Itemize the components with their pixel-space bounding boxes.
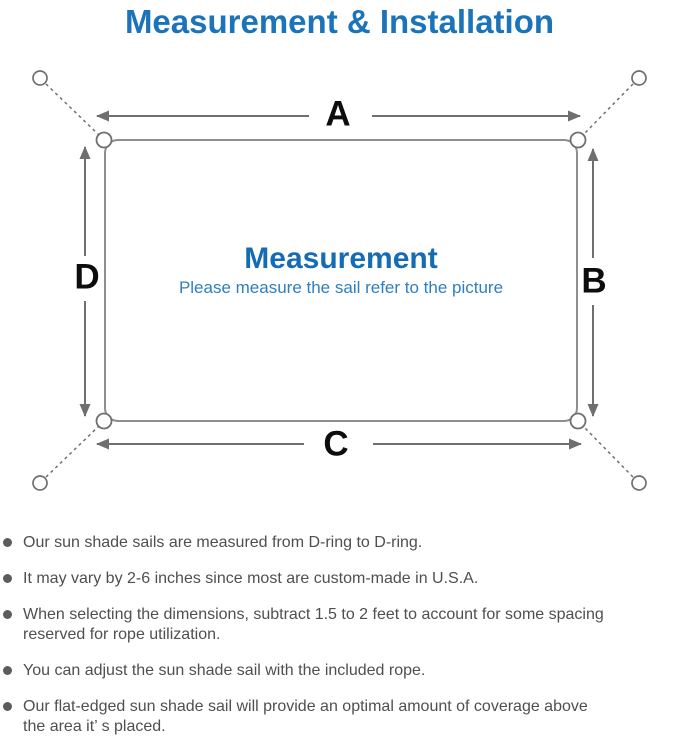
bullet-icon xyxy=(3,610,12,619)
anchor-point-icon xyxy=(32,70,48,86)
d-ring-icon xyxy=(95,131,113,149)
page-title: Measurement & Installation xyxy=(124,3,555,40)
rope-dashed-line xyxy=(582,425,634,478)
instruction-text: Our flat-edged sun shade sail will provi… xyxy=(23,697,588,737)
d-ring-icon xyxy=(569,412,587,430)
sail-outline xyxy=(104,139,578,422)
d-ring-icon xyxy=(95,412,113,430)
dimension-label-c: C xyxy=(323,424,349,464)
dimension-label-b: B xyxy=(581,261,607,301)
instruction-line: Our sun shade sails are measured from D-… xyxy=(23,534,423,551)
anchor-point-icon xyxy=(631,70,647,86)
instruction-line: It may vary by 2-6 inches since most are… xyxy=(23,570,479,587)
bullet-icon xyxy=(3,538,12,547)
instruction-text: When selecting the dimensions, subtract … xyxy=(23,605,604,645)
bullet-icon xyxy=(3,702,12,711)
instruction-text: You can adjust the sun shade sail with t… xyxy=(23,661,425,681)
instruction-item: When selecting the dimensions, subtract … xyxy=(3,605,679,645)
anchor-point-icon xyxy=(631,475,647,491)
rope-dashed-line xyxy=(45,83,100,136)
instruction-text: It may vary by 2-6 inches since most are… xyxy=(23,569,478,589)
instruction-line: reserved for rope utilization. xyxy=(23,626,221,643)
diagram-subheading: Please measure the sail refer to the pic… xyxy=(178,278,504,297)
instruction-line: the area it’ s placed. xyxy=(23,718,166,735)
diagram-heading: Measurement xyxy=(244,242,438,275)
instruction-line: When selecting the dimensions, subtract … xyxy=(23,606,604,623)
instruction-item: Our flat-edged sun shade sail will provi… xyxy=(3,697,679,737)
instruction-item: It may vary by 2-6 inches since most are… xyxy=(3,569,679,589)
bullet-icon xyxy=(3,666,12,675)
dimension-label-d: D xyxy=(74,257,100,297)
instruction-list: Our sun shade sails are measured from D-… xyxy=(3,533,679,739)
instruction-item: You can adjust the sun shade sail with t… xyxy=(3,661,679,681)
instruction-line: Our flat-edged sun shade sail will provi… xyxy=(23,698,588,715)
d-ring-icon xyxy=(569,131,587,149)
bullet-icon xyxy=(3,574,12,583)
rope-dashed-line xyxy=(45,425,100,478)
dimension-label-a: A xyxy=(325,94,351,134)
instruction-item: Our sun shade sails are measured from D-… xyxy=(3,533,679,553)
anchor-point-icon xyxy=(32,475,48,491)
rope-dashed-line xyxy=(582,83,634,136)
instruction-text: Our sun shade sails are measured from D-… xyxy=(23,533,422,553)
instruction-line: You can adjust the sun shade sail with t… xyxy=(23,662,426,679)
